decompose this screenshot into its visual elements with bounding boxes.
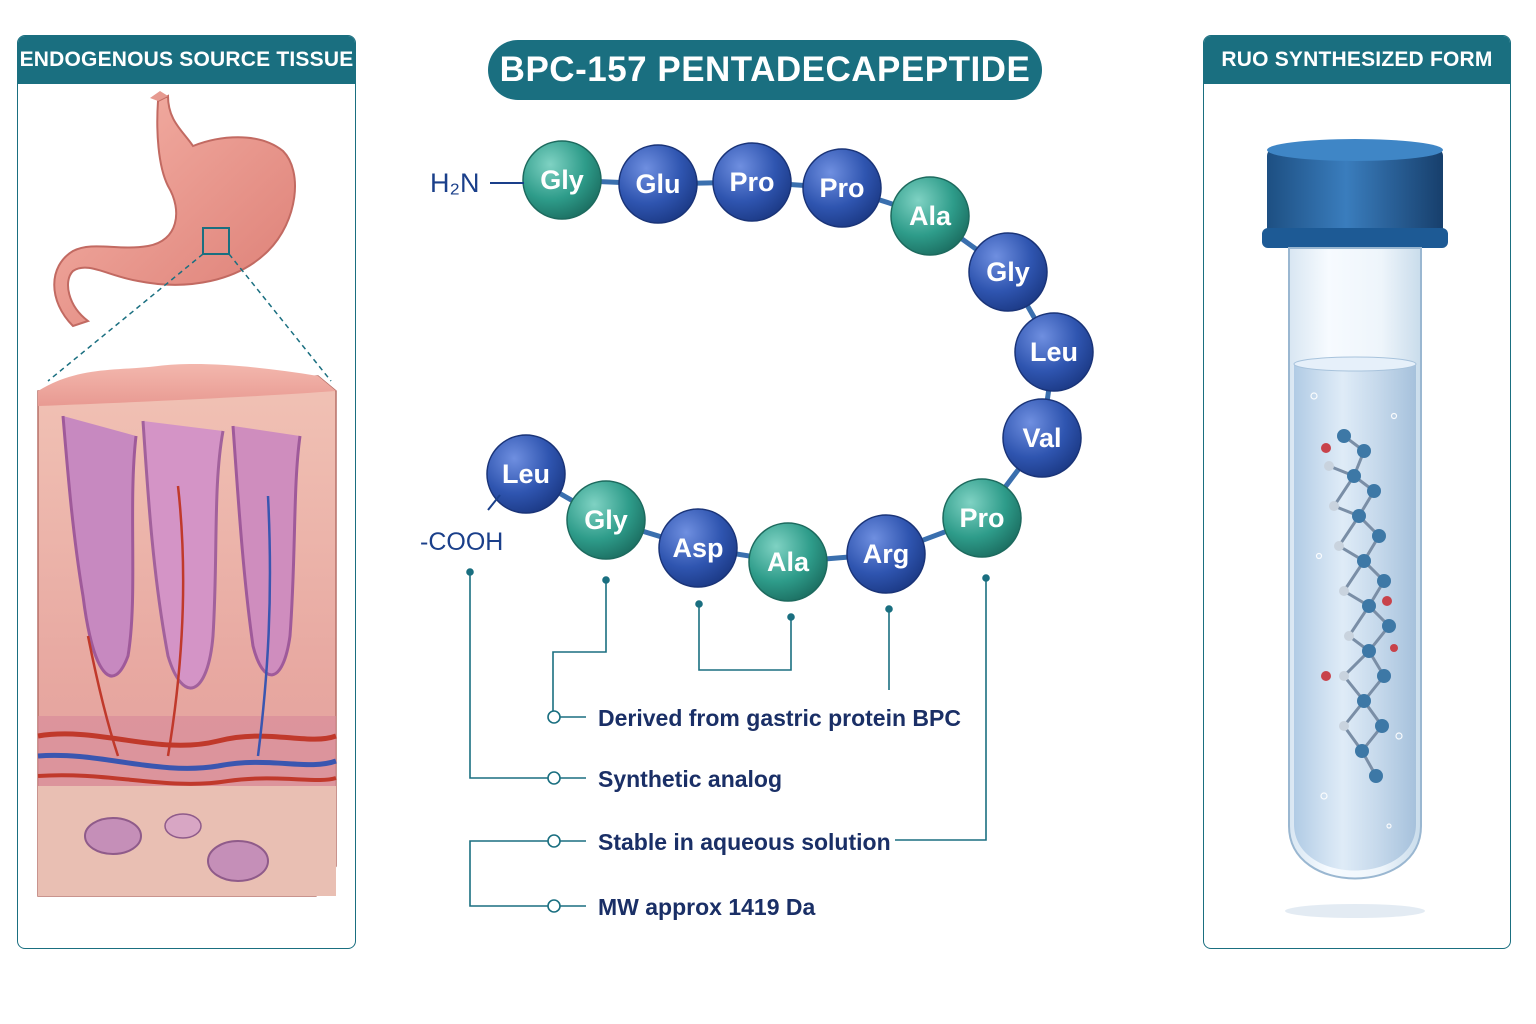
residue-5: Ala: [890, 176, 970, 256]
residue-10: Arg: [846, 514, 926, 594]
residue-sphere: [1002, 398, 1082, 478]
peptide-bond: [1039, 351, 1057, 439]
peptide-bond: [697, 545, 789, 565]
residue-12: Asp: [658, 508, 738, 588]
residue-6: Gly: [968, 232, 1048, 312]
synthesized-form-panel: RUO SYNTHESIZED FORM: [1203, 35, 1511, 949]
annotation-derived: Derived from gastric protein BPC: [598, 705, 961, 731]
tissue-illustration: [37, 91, 337, 897]
source-tissue-header: ENDOGENOUS SOURCE TISSUE: [18, 36, 355, 84]
annotation-synthetic: Synthetic analog: [598, 766, 782, 792]
source-tissue-panel: ENDOGENOUS SOURCE TISSUE: [17, 35, 356, 949]
peptide-bond: [1005, 270, 1057, 354]
residue-4: Pro: [802, 148, 882, 228]
annotation-leaders: [466, 568, 990, 913]
residue-label: Asp: [672, 533, 723, 563]
residue-sphere: [802, 148, 882, 228]
residue-sphere: [846, 514, 926, 594]
residue-sphere: [712, 142, 792, 222]
c-terminus-label: -COOH: [420, 528, 503, 556]
residue-11: Ala: [748, 522, 828, 602]
residue-sphere: [968, 232, 1048, 312]
peptide-bond: [928, 213, 1010, 275]
residue-9: Pro: [942, 478, 1022, 558]
residue-label: Gly: [986, 257, 1030, 287]
residue-sphere: [522, 140, 602, 220]
residue-label: Ala: [909, 201, 952, 231]
residue-sphere: [658, 508, 738, 588]
residue-sphere: [566, 480, 646, 560]
residue-13: Gly: [566, 480, 646, 560]
residue-sphere: [890, 176, 970, 256]
residue-label: Arg: [863, 539, 910, 569]
residue-label: Gly: [584, 505, 628, 535]
residue-label: Val: [1022, 423, 1061, 453]
residue-label: Pro: [729, 167, 774, 197]
peptide-bond: [787, 551, 887, 565]
residue-3: Pro: [712, 142, 792, 222]
tissue-cross-section: [37, 364, 337, 897]
peptide-bond: [605, 517, 699, 551]
test-tube-illustration: [1262, 139, 1448, 918]
residue-7: Leu: [1014, 312, 1094, 392]
peptide-bond: [524, 471, 608, 523]
peptide-bonds: [524, 177, 1057, 565]
residue-label: Ala: [767, 547, 810, 577]
residue-8: Val: [1002, 398, 1082, 478]
stomach-illustration: [53, 91, 296, 328]
peptide-bond: [751, 179, 843, 191]
page-title: BPC-157 PENTADECAPEPTIDE: [488, 40, 1042, 100]
peptide-bond: [657, 179, 753, 187]
annotation-stable: Stable in aqueous solution: [598, 829, 891, 855]
peptide-bond: [561, 177, 659, 187]
residue-1: Gly: [522, 140, 602, 220]
molecule-model: [1321, 429, 1398, 783]
residue-sphere: [486, 434, 566, 514]
residue-2: Glu: [618, 144, 698, 224]
residue-label: Leu: [1030, 337, 1078, 367]
peptide-bond: [841, 185, 931, 219]
peptide-bond: [980, 436, 1044, 520]
residue-label: Glu: [636, 169, 681, 199]
peptide-bond: [885, 515, 983, 557]
residue-label: Gly: [540, 165, 584, 195]
vial-liquid: [1294, 364, 1416, 871]
residue-label: Pro: [819, 173, 864, 203]
annotation-mw: MW approx 1419 Da: [598, 894, 815, 920]
zoom-box: [202, 227, 230, 255]
residue-label: Leu: [502, 459, 550, 489]
n-terminus-label: H₂N: [430, 168, 479, 198]
residue-label: Pro: [959, 503, 1004, 533]
residue-sphere: [748, 522, 828, 602]
synthesized-form-header: RUO SYNTHESIZED FORM: [1204, 36, 1510, 84]
residue-14: Leu: [486, 434, 566, 514]
residue-sphere: [942, 478, 1022, 558]
residue-sphere: [618, 144, 698, 224]
vial-cap: [1267, 148, 1443, 238]
residue-sphere: [1014, 312, 1094, 392]
